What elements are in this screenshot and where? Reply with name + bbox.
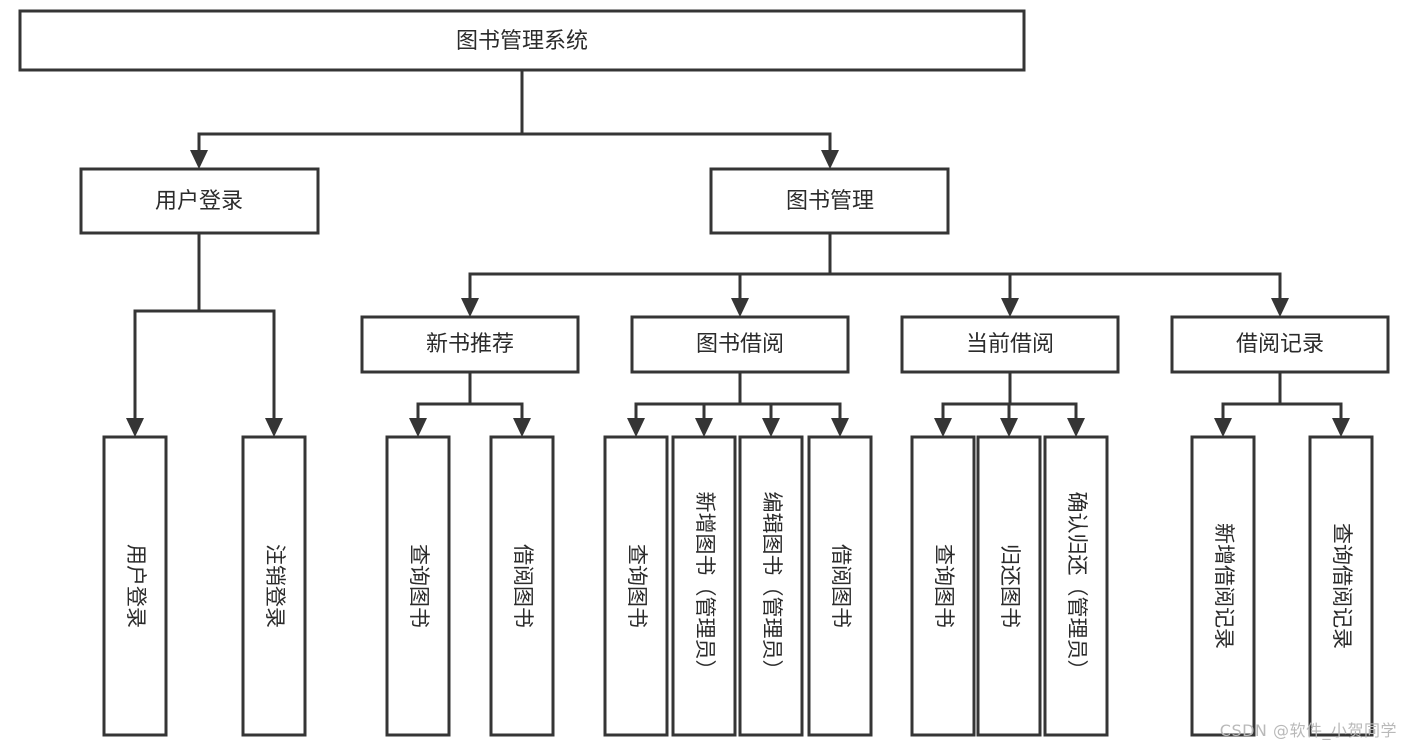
node-root-system[interactable]: 图书管理系统 (18, 9, 1026, 72)
arrowhead-book-mgmt (821, 150, 839, 169)
leaf-newbook-query-book-label: 查询图书 (407, 544, 431, 628)
arrowhead-borrow-record (1271, 298, 1289, 317)
node-book-management-box[interactable] (709, 167, 950, 235)
arrowhead-current-leaf-3 (1067, 418, 1085, 437)
node-new-book-recommend-box[interactable] (360, 315, 580, 374)
arrowhead-leaf-logout (265, 418, 283, 437)
node-new-book-recommend[interactable]: 新书推荐 (360, 315, 580, 374)
node-borrow-record-label: 借阅记录 (1236, 332, 1324, 357)
leaf-newbook-borrow-book-box[interactable] (489, 435, 555, 737)
node-user-login[interactable]: 用户登录 (79, 167, 320, 235)
node-current-borrowing-box[interactable] (900, 315, 1120, 374)
leaf-user-login[interactable]: 用户登录 (102, 435, 168, 737)
arrowhead-borrow-leaf-3 (762, 418, 780, 437)
leaf-edit-book-admin-box[interactable] (738, 435, 804, 737)
leaf-confirm-return-admin-label: 确认归还（管理员） (1065, 492, 1089, 681)
arrowhead-record-leaf-1 (1214, 418, 1232, 437)
leaf-current-query-book-label: 查询图书 (932, 544, 956, 628)
arrowhead-borrow-leaf-2 (695, 418, 713, 437)
leaf-add-borrow-record[interactable]: 新增借阅记录 (1190, 435, 1256, 737)
arrowhead-current-borrow (1001, 298, 1019, 317)
leaf-add-book-admin-label: 新增图书（管理员） (693, 492, 717, 681)
leaf-logout-label: 注销登录 (263, 544, 287, 628)
leaf-add-book-admin[interactable]: 新增图书（管理员） (671, 435, 737, 737)
leaf-user-login-box[interactable] (102, 435, 168, 737)
arrowhead-current-leaf-2 (1000, 418, 1018, 437)
leaf-borrow-query-book[interactable]: 查询图书 (603, 435, 669, 737)
leaf-borrow-book-label: 借阅图书 (829, 544, 853, 628)
node-book-borrowing[interactable]: 图书借阅 (630, 315, 850, 374)
leaf-return-book-box[interactable] (976, 435, 1042, 737)
leaf-user-login-label: 用户登录 (124, 544, 148, 628)
leaf-add-book-admin-box[interactable] (671, 435, 737, 737)
leaf-newbook-query-book-box[interactable] (385, 435, 451, 737)
leaf-return-book[interactable]: 归还图书 (976, 435, 1042, 737)
leaf-current-query-book[interactable]: 查询图书 (910, 435, 976, 737)
arrowhead-user-login (190, 150, 208, 169)
leaf-query-borrow-record[interactable]: 查询借阅记录 (1308, 435, 1374, 737)
leaf-edit-book-admin-label: 编辑图书（管理员） (760, 492, 784, 681)
csdn-watermark: CSDN @软件_小贺同学 (1219, 721, 1397, 740)
leaf-confirm-return-admin[interactable]: 确认归还（管理员） (1043, 435, 1109, 737)
node-root-box[interactable] (18, 9, 1026, 72)
arrowhead-newbook-leaf-1 (409, 418, 427, 437)
leaf-newbook-borrow-book-label: 借阅图书 (511, 544, 535, 628)
node-root-label: 图书管理系统 (456, 29, 588, 54)
leaf-edit-book-admin[interactable]: 编辑图书（管理员） (738, 435, 804, 737)
arrowhead-book-borrow (731, 298, 749, 317)
node-book-management-label: 图书管理 (786, 189, 874, 214)
leaf-logout-box[interactable] (241, 435, 307, 737)
node-borrow-record-box[interactable] (1170, 315, 1390, 374)
node-current-borrowing-label: 当前借阅 (966, 332, 1054, 357)
node-user-login-label: 用户登录 (155, 189, 243, 214)
node-book-borrowing-box[interactable] (630, 315, 850, 374)
arrowhead-newbook-leaf-2 (513, 418, 531, 437)
leaf-newbook-query-book[interactable]: 查询图书 (385, 435, 451, 737)
arrowhead-borrow-leaf-4 (831, 418, 849, 437)
arrowhead-leaf-user-login (126, 418, 144, 437)
leaf-return-book-label: 归还图书 (998, 544, 1022, 628)
leaf-confirm-return-admin-box[interactable] (1043, 435, 1109, 737)
leaf-borrow-book[interactable]: 借阅图书 (807, 435, 873, 737)
connector-layer (126, 68, 1350, 437)
leaf-current-query-book-box[interactable] (910, 435, 976, 737)
node-book-borrowing-label: 图书借阅 (696, 332, 784, 357)
leaf-query-borrow-record-box[interactable] (1308, 435, 1374, 737)
node-book-management[interactable]: 图书管理 (709, 167, 950, 235)
node-borrow-record[interactable]: 借阅记录 (1170, 315, 1390, 374)
arrowhead-new-book-rec (461, 298, 479, 317)
leaf-logout[interactable]: 注销登录 (241, 435, 307, 737)
node-current-borrowing[interactable]: 当前借阅 (900, 315, 1120, 374)
leaf-add-borrow-record-label: 新增借阅记录 (1212, 523, 1236, 649)
arrowhead-record-leaf-2 (1332, 418, 1350, 437)
leaf-borrow-query-book-label: 查询图书 (625, 544, 649, 628)
node-new-book-recommend-label: 新书推荐 (426, 332, 514, 357)
arrowhead-borrow-leaf-1 (627, 418, 645, 437)
node-user-login-box[interactable] (79, 167, 320, 235)
leaf-borrow-query-book-box[interactable] (603, 435, 669, 737)
leaf-borrow-book-box[interactable] (807, 435, 873, 737)
leaf-newbook-borrow-book[interactable]: 借阅图书 (489, 435, 555, 737)
arrowhead-current-leaf-1 (934, 418, 952, 437)
leaf-add-borrow-record-box[interactable] (1190, 435, 1256, 737)
leaf-query-borrow-record-label: 查询借阅记录 (1330, 523, 1354, 649)
